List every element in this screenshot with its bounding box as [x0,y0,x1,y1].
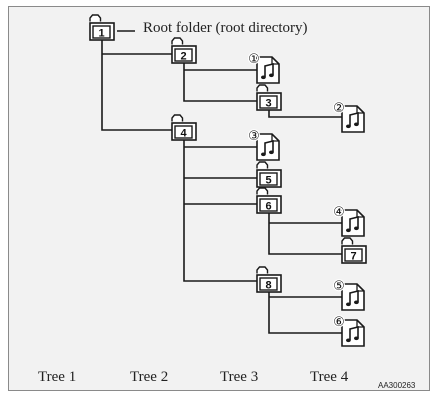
folder-number: 8 [265,280,271,292]
folder-1: 1 [89,14,115,41]
folder-3: 3 [256,84,282,111]
file-number: ④ [333,205,345,220]
tree-connectors [101,30,342,334]
music-file-icon [256,56,280,84]
folder-number: 5 [265,175,271,187]
file-number: ⑥ [333,315,345,330]
folder-2: 2 [171,37,197,64]
folder-number: 2 [180,51,186,63]
connector-line-2 [101,40,172,131]
music-file-icon [341,209,365,237]
connector-line-7 [183,140,257,282]
folder-number: 1 [98,28,104,40]
connector-line-4 [183,63,257,102]
tree-label-2: Tree 2 [130,369,169,385]
music-file-icon [256,133,280,161]
connector-line-13 [268,292,342,334]
figure-code: AA300263 [378,381,416,390]
folder-number: 3 [265,98,271,110]
tree-label-4: Tree 4 [310,369,349,385]
folder-number: 6 [265,201,271,213]
file-5: ⑤ [332,278,365,311]
file-number: ⑤ [333,279,345,294]
folder-5: 5 [256,161,282,188]
file-number: ② [333,101,345,116]
file-4: ④ [332,204,365,237]
file-2: ② [332,100,365,133]
folder-4: 4 [171,114,197,141]
file-3: ③ [247,128,280,161]
file-1: ① [247,51,280,84]
file-number: ① [248,52,260,67]
file-number: ③ [248,129,260,144]
tree-label-3: Tree 3 [220,369,259,385]
folder-number: 4 [180,128,187,140]
connector-line-6 [268,110,342,118]
music-file-icon [341,319,365,347]
folder-7: 7 [341,237,367,264]
folder-6: 6 [256,187,282,214]
folder-number: 7 [350,251,356,263]
root-folder-label: Root folder (root directory) [143,20,308,36]
music-file-icon [341,105,365,133]
folder-8: 8 [256,266,282,293]
file-6: ⑥ [332,314,365,347]
tree-nodes: 1 2 3 4 5 6 7 8 ① ② ③ ④ ⑤ ⑥ [89,14,367,347]
connector-line-11 [268,213,342,255]
tree-label-1: Tree 1 [38,369,77,385]
music-file-icon [341,283,365,311]
